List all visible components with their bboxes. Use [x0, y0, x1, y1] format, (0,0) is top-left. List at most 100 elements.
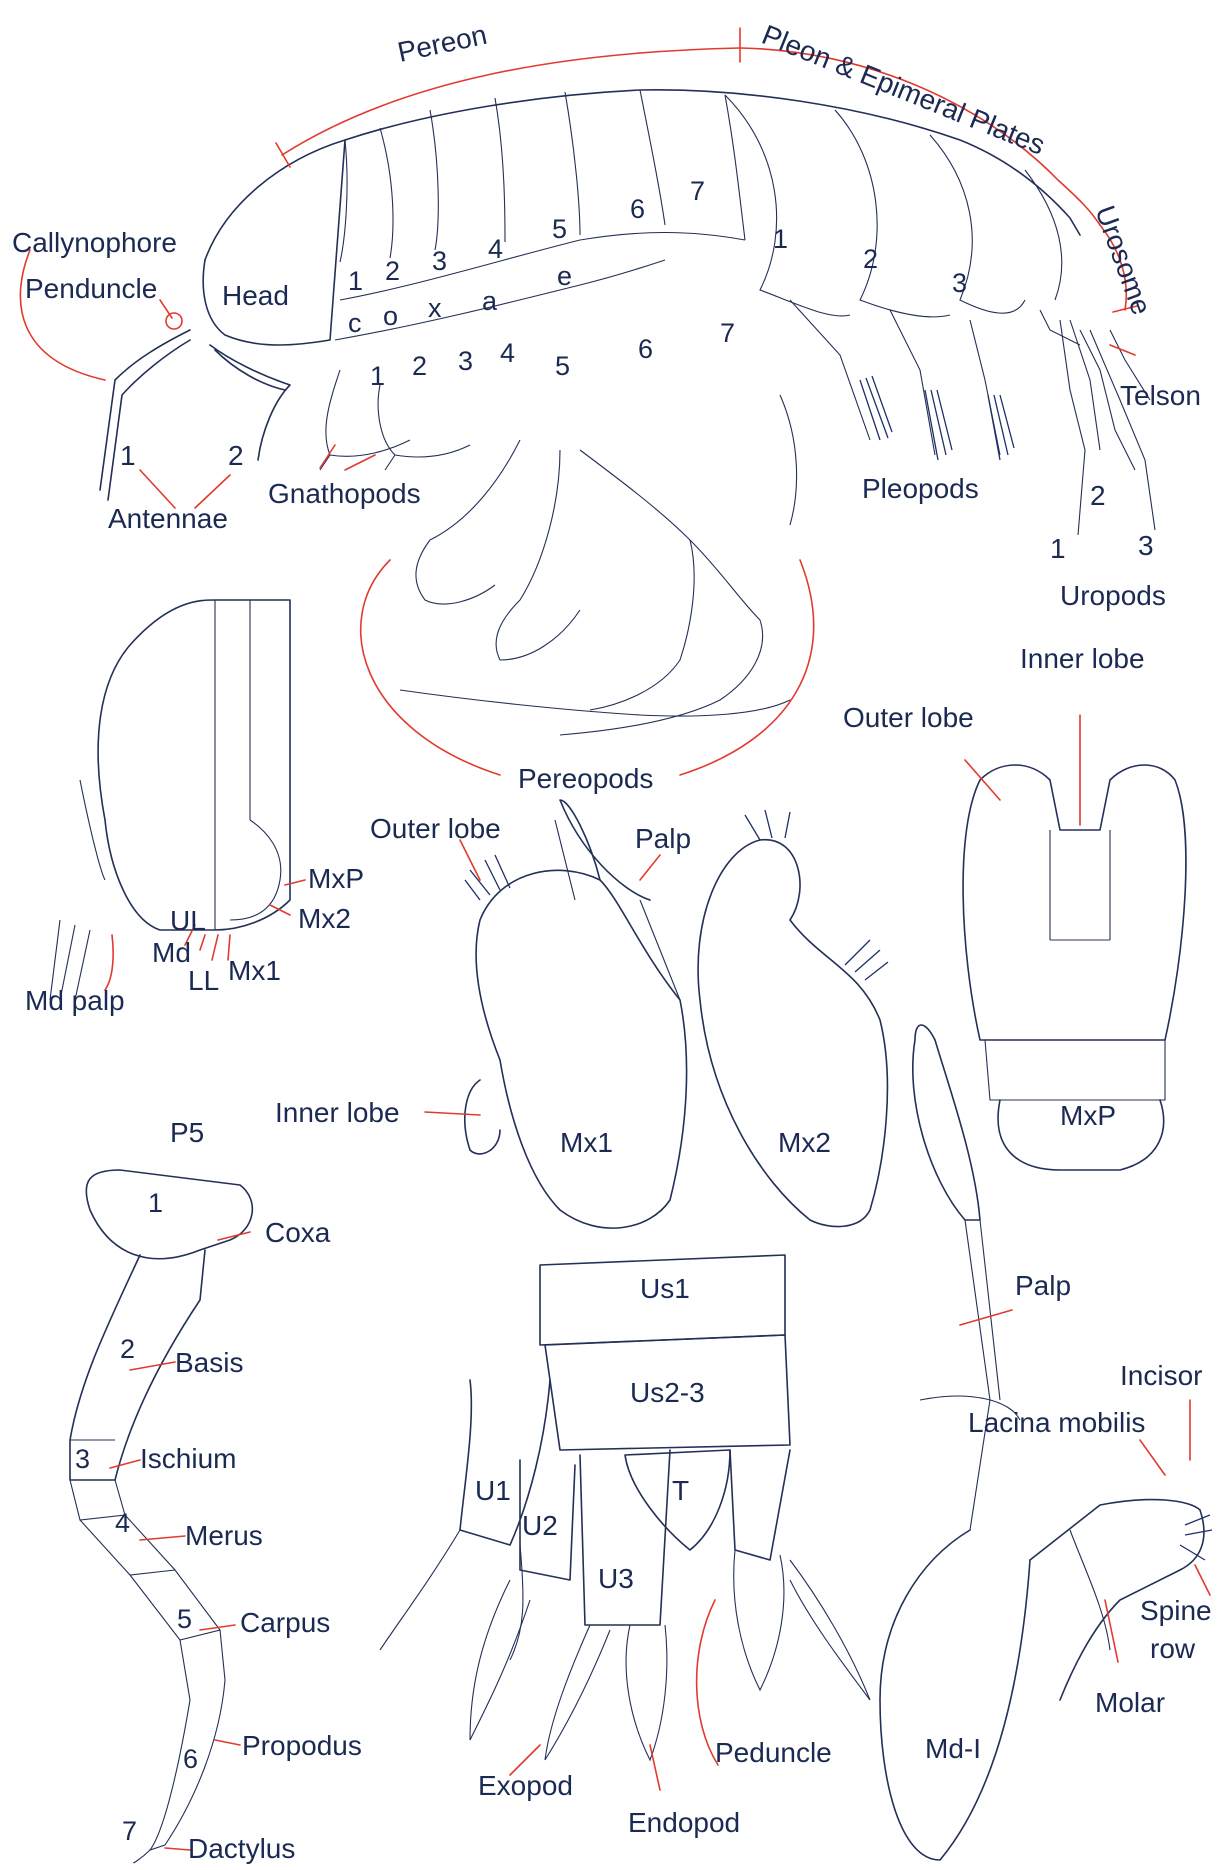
coxa-number-7: 7	[720, 318, 735, 348]
coxa-line	[340, 233, 745, 301]
mxp-inner-lobe-label: Inner lobe	[1020, 643, 1145, 674]
mxp-figure: Inner lobe Outer lobe MxP	[843, 643, 1186, 1170]
antennae-label: Antennae	[108, 503, 228, 534]
pleopods-drawing	[790, 300, 1014, 460]
coxa-number-6: 6	[638, 334, 653, 364]
mandible-incisor-label: Incisor	[1120, 1360, 1202, 1391]
head-detail-ul-label: UL	[170, 905, 206, 936]
uropods-label: Uropods	[1060, 580, 1166, 611]
peduncle-marker	[166, 313, 182, 329]
p5-segment-name-propodus: Propodus	[242, 1730, 362, 1761]
telson-leader	[1110, 345, 1135, 355]
pereon-segment-7: 7	[690, 176, 705, 206]
head-label: Head	[222, 280, 289, 311]
coxa-letter-e: e	[557, 261, 572, 291]
mx1-inner-lobe-label: Inner lobe	[275, 1097, 400, 1128]
mandible-name-label: Md-I	[925, 1733, 981, 1764]
mandible-spine-row-line2: row	[1150, 1633, 1196, 1664]
mx2-name-label: Mx2	[778, 1127, 831, 1158]
coxa-letter-c: c	[348, 308, 362, 338]
mandible-figure: Palp Incisor Lacina mobilis Spine row Mo…	[880, 1025, 1212, 1860]
head-detail-mxp-label: MxP	[308, 863, 364, 894]
peduncle-leader	[160, 300, 172, 318]
uropod-2-label: 2	[1090, 480, 1106, 511]
mandible-lacina-label: Lacina mobilis	[968, 1407, 1145, 1438]
coxa-number-4: 4	[500, 338, 515, 368]
telson-label: Telson	[1120, 380, 1201, 411]
pereon-segment-6: 6	[630, 194, 645, 224]
urosome-us23-label: Us2-3	[630, 1377, 705, 1408]
p5-segment-num-3: 3	[75, 1444, 90, 1474]
habitus-figure: Pereon Pleon & Epimeral Plates Urosome C…	[12, 19, 1201, 794]
urosome-u2-label: U2	[522, 1510, 558, 1541]
gnathopods-drawing	[320, 370, 470, 470]
pereon-segment-2: 2	[385, 256, 400, 286]
coxa-letter-a: a	[482, 286, 498, 316]
head-detail-figure: MxP Mx2 UL Md LL Mx1 Md palp	[25, 600, 364, 1016]
mx1-palp-label: Palp	[635, 823, 691, 854]
mandible-molar-label: Molar	[1095, 1687, 1165, 1718]
p5-segment-name-coxa: Coxa	[265, 1217, 331, 1248]
uropod-1-label: 1	[1050, 533, 1066, 564]
mxp-name-label: MxP	[1060, 1100, 1116, 1131]
p5-segment-num-2: 2	[120, 1334, 135, 1364]
pereon-tergites	[340, 90, 745, 262]
pereon-bracket-end	[276, 143, 290, 167]
pleon-label: Pleon & Epimeral Plates	[758, 19, 1050, 161]
coxa-number-1: 1	[370, 361, 385, 391]
p5-segment-name-dactylus: Dactylus	[188, 1833, 295, 1864]
head-detail-ll-label: LL	[188, 965, 219, 996]
callynophore-label: Callynophore	[12, 227, 177, 258]
pleon-segment-1: 1	[773, 224, 788, 254]
uropod-3-label: 3	[1138, 530, 1154, 561]
p5-segment-num-7: 7	[122, 1816, 137, 1846]
pleopods-label: Pleopods	[862, 473, 979, 504]
pereon-segment-1: 1	[348, 266, 363, 296]
pereopods-bracket-left	[361, 560, 500, 775]
p5-segment-num-1: 1	[148, 1188, 163, 1218]
head-detail-md-label: Md	[152, 937, 191, 968]
urosome-u3-label: U3	[598, 1563, 634, 1594]
pereon-segment-4: 4	[488, 234, 503, 264]
pleon-segment-2: 2	[863, 244, 878, 274]
mandible-palp-label: Palp	[1015, 1270, 1071, 1301]
p5-segment-num-4: 4	[115, 1508, 130, 1538]
mxp-outer-lobe-label: Outer lobe	[843, 702, 974, 733]
callynophore-leader	[20, 250, 105, 380]
mx1-outer-lobe-label: Outer lobe	[370, 813, 501, 844]
gnathopods-label: Gnathopods	[268, 478, 421, 509]
pleon-segment-numbers: 1 2 3	[773, 224, 967, 298]
head-detail-mx2-label: Mx2	[298, 903, 351, 934]
urosome-endopod-label: Endopod	[628, 1807, 740, 1838]
urosome-telson-label: T	[672, 1475, 689, 1506]
coxa-number-2: 2	[412, 351, 427, 381]
urosome-peduncle-label: Peduncle	[715, 1737, 832, 1768]
p5-segment-name-basis: Basis	[175, 1347, 243, 1378]
mx2-figure: Mx2	[698, 810, 888, 1227]
coxa-letter-o: o	[383, 301, 398, 331]
head-outline	[203, 140, 345, 345]
head-detail-mx1-label: Mx1	[228, 955, 281, 986]
pereon-segment-5: 5	[552, 214, 567, 244]
coxa-letter-x: x	[428, 293, 442, 323]
pereopods-bracket-right	[680, 560, 814, 775]
pereon-segment-3: 3	[432, 246, 447, 276]
p5-segment-name-carpus: Carpus	[240, 1607, 330, 1638]
mandible-spine-row-line1: Spine	[1140, 1595, 1212, 1626]
antennae-drawing	[100, 330, 290, 500]
p5-segment-num-5: 5	[177, 1604, 192, 1634]
pereopods-label: Pereopods	[518, 763, 653, 794]
mx1-name-label: Mx1	[560, 1127, 613, 1158]
p5-figure: P5 1 Coxa 2 Basis 3 Ischium 4 Merus 5 Ca…	[70, 1117, 362, 1864]
urosome-detail-figure: Us1 Us2-3 T U1 U2 U3 Exopod Endopod Pedu…	[380, 1255, 870, 1838]
coxa-number-5: 5	[555, 351, 570, 381]
coxa-letters: c o x a e	[348, 261, 572, 338]
urosome-u1-label: U1	[475, 1475, 511, 1506]
coxa-numbers: 1 2 3 4 5 6 7	[370, 318, 735, 391]
p5-segment-num-6: 6	[183, 1744, 198, 1774]
pleon-segment-3: 3	[952, 268, 967, 298]
p5-title: P5	[170, 1117, 204, 1148]
p5-segment-name-ischium: Ischium	[140, 1443, 236, 1474]
coxa-number-3: 3	[458, 346, 473, 376]
